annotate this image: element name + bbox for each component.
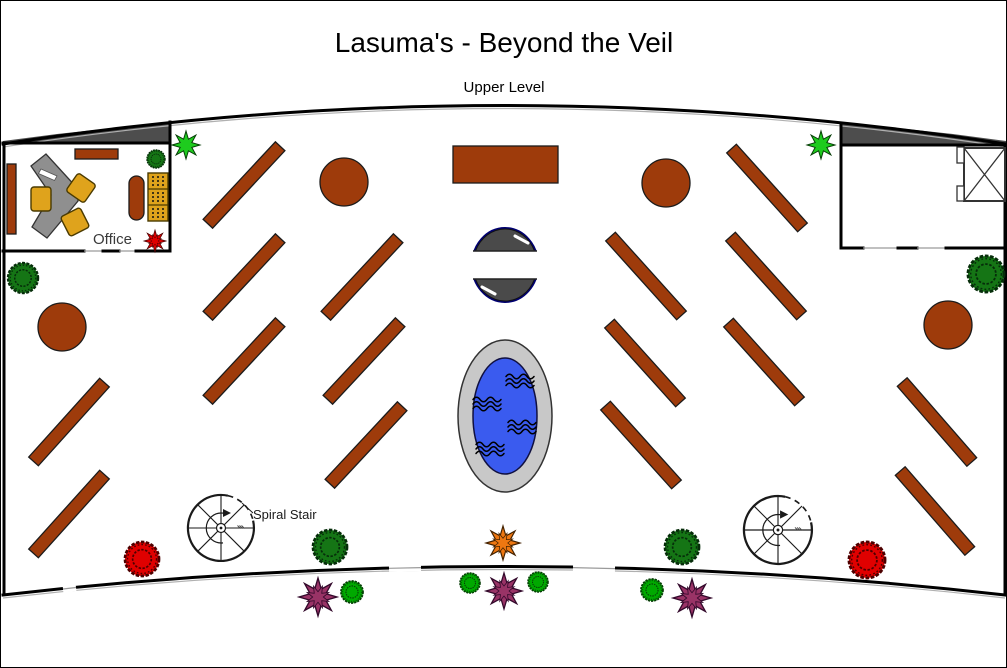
fountain-pool	[457, 339, 553, 493]
green-star-plant	[806, 130, 836, 160]
elevator-door-jamb	[956, 146, 965, 164]
green-bush	[663, 528, 701, 566]
display-shelf	[604, 318, 686, 408]
building-outline	[1, 104, 1006, 599]
display-shelf	[723, 317, 805, 407]
display-shelf	[605, 231, 687, 321]
office-wall-shelf-vertical	[6, 163, 17, 235]
purple-flower	[673, 579, 711, 617]
office-room: Office	[1, 120, 172, 253]
back-wall-shadow	[2, 568, 1006, 599]
office-red-star-plant	[144, 230, 166, 252]
front-curved-wall	[1, 104, 1006, 146]
small-green-bush	[527, 571, 549, 593]
elevator	[956, 146, 1006, 202]
display-shelf	[320, 233, 404, 321]
small-green-bush	[640, 578, 664, 602]
display-shelf	[322, 317, 406, 405]
round-display-table	[319, 157, 369, 207]
sales-floor: Spiral Stair	[6, 130, 1006, 617]
display-shelf	[202, 141, 286, 229]
desk-paper	[37, 168, 58, 182]
display-shelf	[28, 469, 110, 559]
red-bush	[847, 540, 887, 580]
green-bush	[311, 528, 349, 566]
display-shelf	[600, 400, 682, 490]
stair-label-leader	[241, 502, 254, 514]
office-guest-chair	[66, 173, 96, 203]
page-title: Lasuma's - Beyond the Veil	[335, 27, 673, 58]
round-display-table	[923, 300, 973, 350]
spiral-stair	[742, 494, 814, 566]
round-display-table	[37, 302, 87, 352]
green-star-plant	[171, 130, 201, 160]
spiral-stair-label: Spiral Stair	[253, 507, 317, 522]
small-green-bush	[340, 580, 364, 604]
office-guest-chair	[60, 207, 90, 237]
orange-flower	[486, 526, 520, 560]
display-shelf	[894, 466, 976, 556]
green-bush	[966, 254, 1006, 294]
back-entry-door-right	[572, 567, 616, 570]
office-bush	[146, 149, 166, 169]
display-shelf	[725, 231, 807, 321]
green-bush	[6, 261, 40, 295]
purple-flower	[486, 573, 522, 609]
display-shelf	[324, 401, 408, 489]
back-entry-door-left	[388, 567, 422, 569]
elevator-door-jamb	[956, 185, 965, 202]
storage-room	[839, 121, 1006, 250]
level-subtitle: Upper Level	[464, 79, 545, 96]
display-shelf	[28, 377, 110, 467]
purple-flower	[299, 578, 337, 616]
front-wall-shadow	[2, 107, 1006, 148]
small-green-bush	[459, 572, 481, 594]
door-highlight	[513, 234, 530, 245]
display-shelf	[202, 233, 286, 321]
round-display-table	[641, 158, 691, 208]
back-curved-wall	[1, 565, 1006, 597]
office-wall-shelf-top	[74, 148, 119, 160]
office-desk-chair	[30, 186, 52, 212]
display-shelf	[202, 317, 286, 405]
back-door-left-small	[62, 586, 77, 590]
red-bush	[123, 540, 161, 578]
office-bookcase	[147, 172, 169, 222]
revolving-entry-circle	[469, 227, 541, 303]
display-shelf	[896, 377, 978, 467]
office-sofa	[128, 175, 145, 221]
door-highlight	[480, 285, 497, 296]
office-label: Office	[93, 231, 132, 248]
display-shelf	[726, 143, 808, 233]
center-display-counter	[452, 145, 559, 184]
